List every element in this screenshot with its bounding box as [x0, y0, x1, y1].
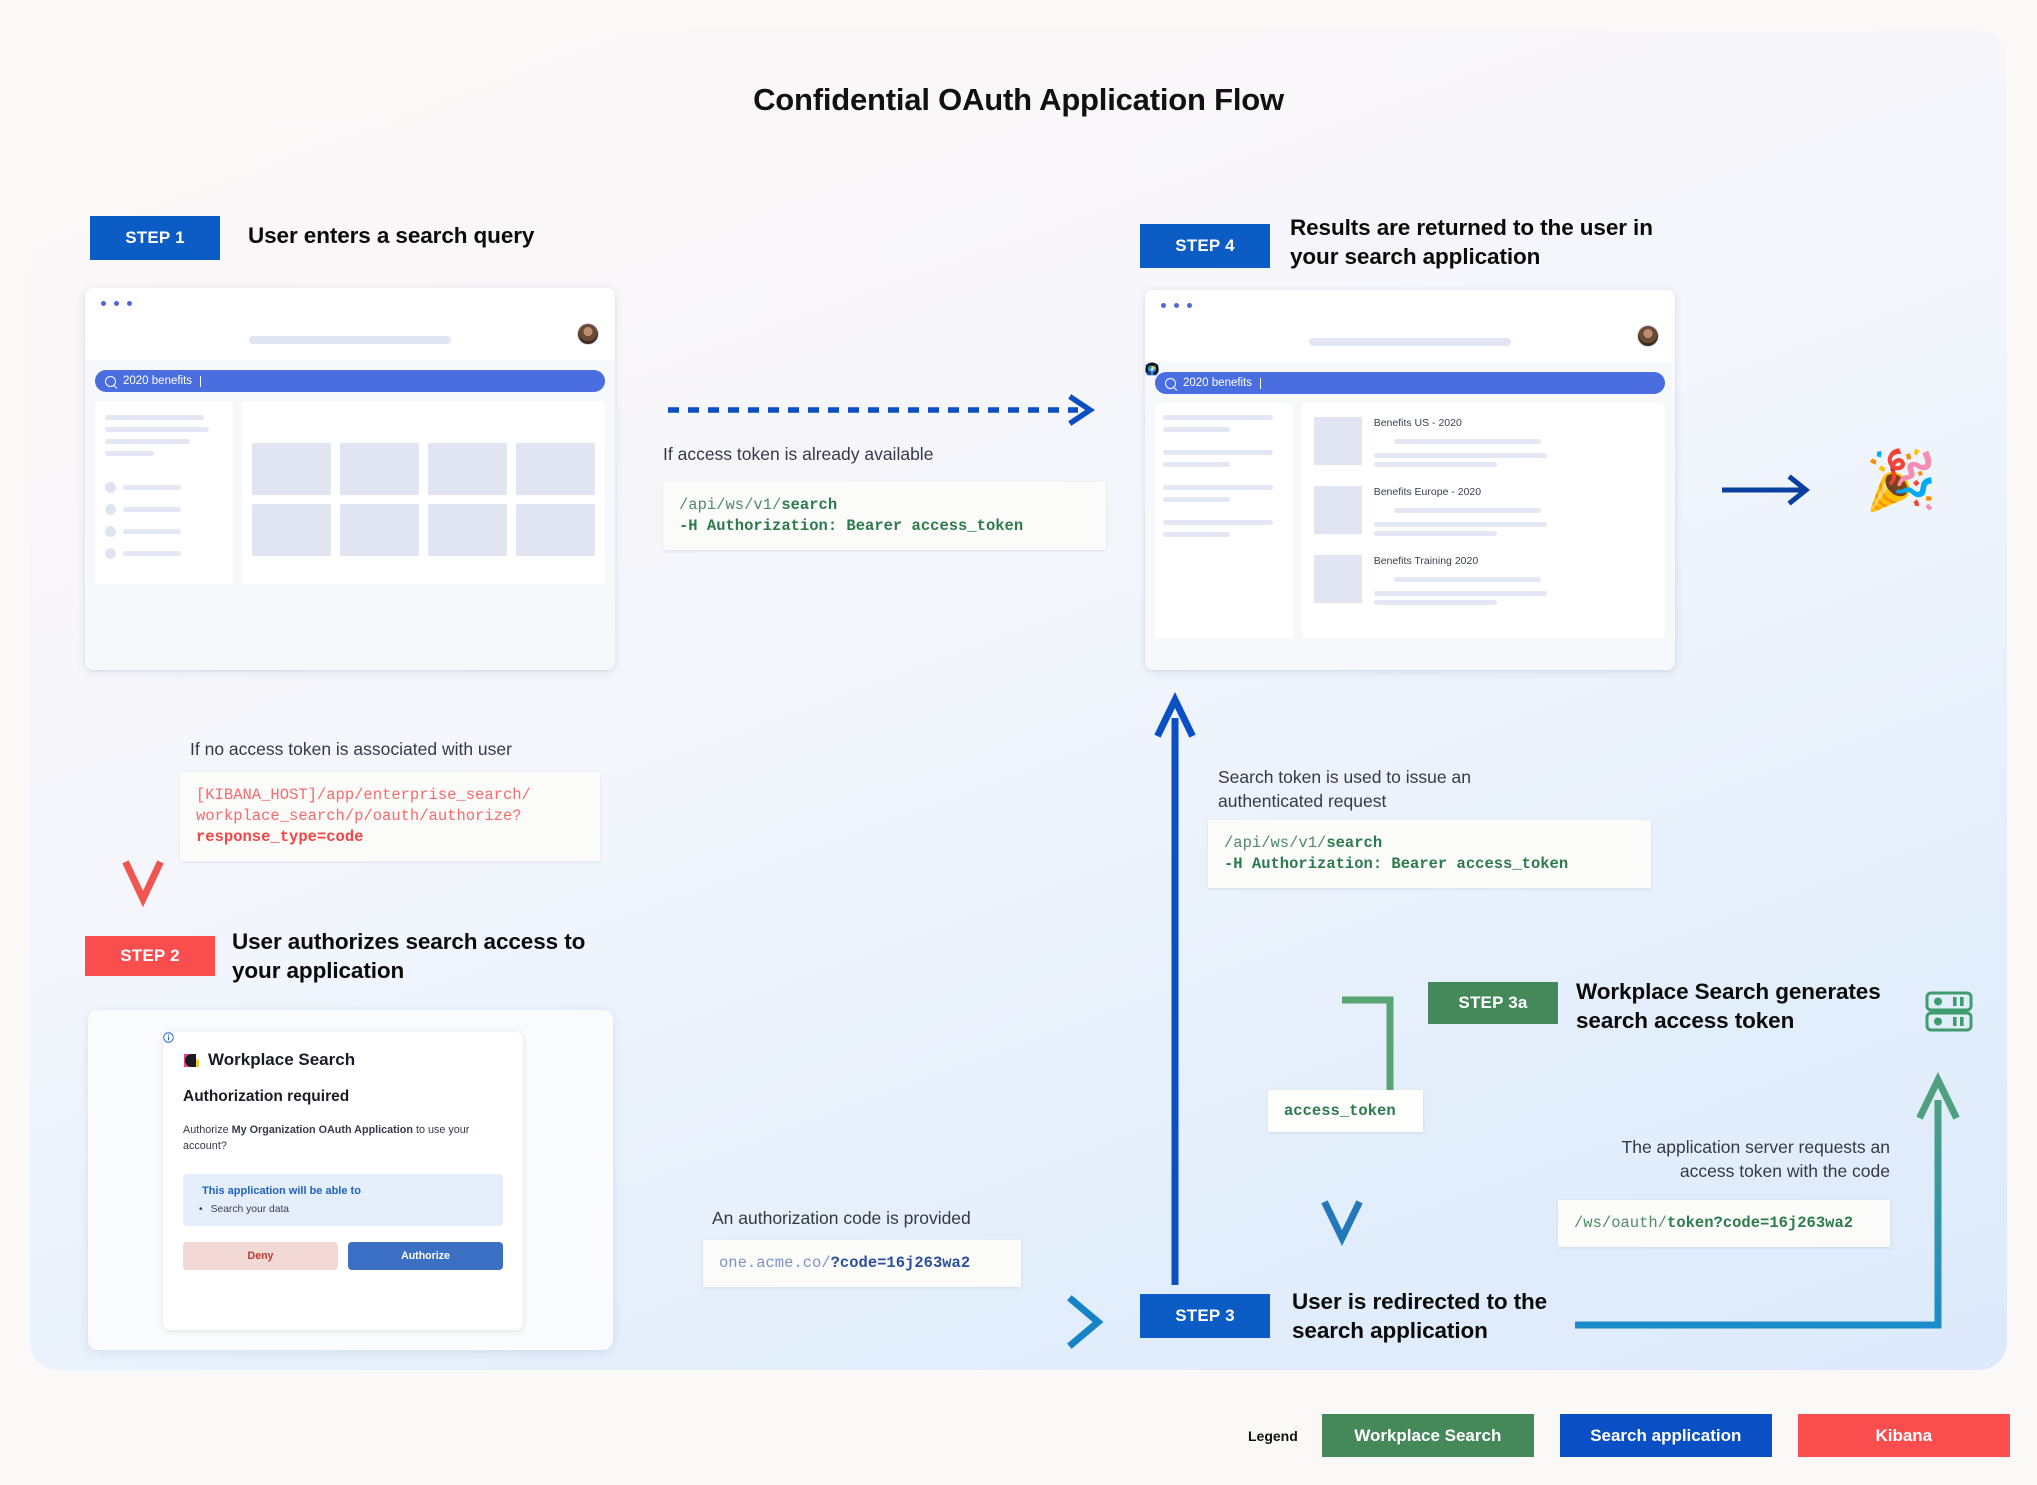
browser-window-search: 2020 benefits — [85, 288, 615, 670]
results-list: Benefits US - 2020 — [1145, 362, 1665, 638]
step-3-badge: STEP 3 — [1140, 1294, 1270, 1338]
avatar[interactable] — [577, 323, 599, 345]
result-title: Benefits Training 2020 — [1373, 555, 1479, 567]
code-kibana-authorize: [KIBANA_HOST]/app/enterprise_search/ wor… — [180, 772, 600, 861]
list-item — [105, 482, 223, 493]
workplace-search-logo: Workplace Search — [183, 1050, 503, 1070]
result-tile[interactable] — [251, 443, 331, 495]
caption-server-token-request: The application server requests an acces… — [1621, 1137, 1890, 1181]
list-item[interactable]: Benefits Europe - 2020 — [1145, 363, 1653, 536]
deny-button[interactable]: Deny — [183, 1242, 338, 1271]
permission-item: Search your data — [195, 1204, 491, 1215]
result-tile[interactable] — [515, 443, 595, 495]
result-tile[interactable] — [339, 504, 419, 556]
browser-titlebar — [1145, 290, 1675, 322]
result-thumbnail — [1313, 555, 1362, 603]
browser-content: 2020 benefits Benef — [1145, 362, 1675, 670]
search-icon — [105, 375, 116, 387]
browser-window-results: 2020 benefits Benef — [1145, 290, 1675, 670]
search-input[interactable]: 2020 benefits — [95, 370, 605, 392]
result-thumbnail — [1313, 417, 1362, 465]
auth-body: Authorize My Organization OAuth Applicat… — [183, 1124, 470, 1153]
facet-panel — [1155, 403, 1293, 638]
legend-chip-search-application: Search application — [1559, 1414, 1772, 1457]
code-search-request-mid: /api/ws/v1/search -H Authorization: Bear… — [1208, 820, 1651, 888]
result-title: Benefits Europe - 2020 — [1373, 486, 1482, 498]
legend: Legend Workplace Search Search applicati… — [1248, 1414, 2010, 1457]
facet-panel — [95, 401, 233, 584]
list-item — [105, 548, 223, 559]
results-grid — [241, 401, 605, 584]
legend-chip-kibana: Kibana — [1797, 1414, 2010, 1457]
result-tile[interactable] — [427, 504, 507, 556]
legend-label: Legend — [1248, 1427, 1298, 1444]
search-input[interactable]: 2020 benefits — [1155, 372, 1665, 394]
permissions-callout: This application will be able to Search … — [163, 1032, 503, 1227]
list-item[interactable]: Benefits US - 2020 — [1145, 363, 1653, 467]
result-tile[interactable] — [251, 504, 331, 556]
list-item — [105, 504, 223, 515]
list-item — [105, 526, 223, 537]
caption-auth-code: An authorization code is provided — [712, 1208, 971, 1228]
search-icon — [1165, 377, 1176, 389]
party-popper-emoji: 🎉 — [1865, 448, 1938, 513]
step-4-title: Results are returned to the user in your… — [1290, 215, 1653, 269]
caption-search-token: Search token is used to issue an authent… — [1218, 767, 1471, 811]
step-2-title: User authorizes search access to your ap… — [232, 929, 586, 983]
access-token-pill: access_token — [1268, 1090, 1423, 1132]
result-tile[interactable] — [427, 443, 507, 495]
step-2-badge: STEP 2 — [85, 936, 215, 976]
browser-titlebar — [85, 288, 615, 320]
list-item[interactable]: Benefits Training 2020 — [1145, 362, 1653, 605]
auth-brand-name: Workplace Search — [208, 1050, 356, 1069]
elastic-logo-icon — [183, 1052, 200, 1069]
page-title: Confidential OAuth Application Flow — [753, 82, 1284, 117]
window-dots-icon — [1161, 303, 1192, 308]
google-drive-icon — [1145, 363, 1388, 448]
step-1-title: User enters a search query — [248, 223, 535, 248]
result-thumbnail — [1313, 486, 1362, 534]
step-3a-badge: STEP 3a — [1428, 982, 1558, 1024]
url-bar-placeholder[interactable] — [249, 336, 451, 344]
auth-heading: Authorization required — [183, 1088, 350, 1105]
code-token-request: /ws/oauth/token?code=16j263wa2 — [1558, 1200, 1890, 1247]
github-icon — [1145, 362, 1388, 586]
caption-no-token: If no access token is associated with us… — [190, 739, 512, 759]
result-title: Benefits US - 2020 — [1373, 417, 1462, 429]
callout-title: This application will be able to — [163, 1032, 491, 1197]
window-dots-icon — [101, 301, 132, 306]
code-search-request-top: /api/ws/v1/search -H Authorization: Bear… — [663, 482, 1106, 550]
avatar[interactable] — [1637, 325, 1659, 347]
code-redirect-url: one.acme.co/?code=16j263wa2 — [703, 1240, 1021, 1287]
result-tile[interactable] — [339, 443, 419, 495]
url-bar-placeholder[interactable] — [1309, 338, 1511, 346]
authorize-button[interactable]: Authorize — [348, 1242, 503, 1271]
step-3-title: User is redirected to the search applica… — [1292, 1289, 1548, 1343]
step-3a-title: Workplace Search generates search access… — [1576, 979, 1881, 1033]
result-tile[interactable] — [515, 504, 595, 556]
dropbox-icon — [1145, 363, 1388, 517]
authorization-card: Workplace Search Authorization required … — [163, 1032, 523, 1330]
legend-chip-workplace-search: Workplace Search — [1321, 1414, 1534, 1457]
auth-window: Workplace Search Authorization required … — [88, 1010, 613, 1350]
browser-toolbar — [85, 320, 615, 360]
caption-token-available: If access token is already available — [663, 444, 934, 464]
browser-content: 2020 benefits — [85, 360, 615, 670]
step-1-badge: STEP 1 — [90, 216, 220, 260]
browser-toolbar — [1145, 322, 1675, 362]
step-4-badge: STEP 4 — [1140, 224, 1270, 268]
